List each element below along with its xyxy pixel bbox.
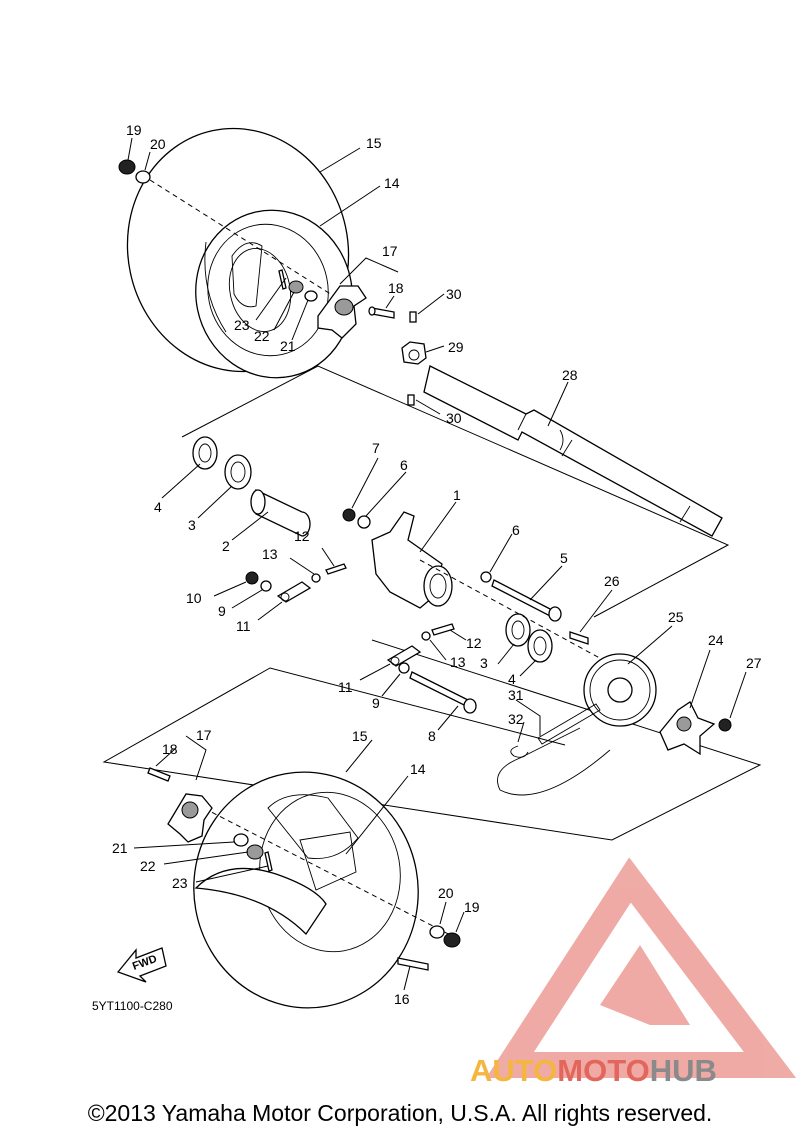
label-17: 17 <box>382 243 398 259</box>
label-30: 30 <box>446 286 462 302</box>
watermark-part1: AUTO <box>470 1053 558 1088</box>
watermark-brand: AUTOMOTOHUB <box>470 1053 717 1089</box>
label-21b: 21 <box>112 840 128 856</box>
label-2: 2 <box>222 538 230 554</box>
label-11b: 11 <box>338 679 353 695</box>
label-19: 19 <box>126 122 142 138</box>
label-18: 18 <box>388 280 404 296</box>
label-27: 27 <box>746 655 762 671</box>
part-labels: 19 20 15 14 17 18 30 29 30 23 22 21 28 4… <box>112 122 762 1007</box>
rear-wheel-top <box>126 127 353 379</box>
label-3b: 3 <box>480 655 488 671</box>
bottom-hardware <box>147 767 461 971</box>
watermark-part3: HUB <box>649 1053 717 1088</box>
label-12: 12 <box>294 528 310 544</box>
label-26: 26 <box>604 573 620 589</box>
label-8: 8 <box>428 728 436 744</box>
label-7: 7 <box>372 440 380 456</box>
label-13: 13 <box>262 546 278 562</box>
label-22: 22 <box>254 328 270 344</box>
watermark-logo-icon <box>486 857 797 1078</box>
label-9: 9 <box>218 603 226 619</box>
drive-group <box>497 631 732 796</box>
label-6b: 6 <box>512 522 520 538</box>
label-3: 3 <box>188 517 196 533</box>
label-14b: 14 <box>410 761 426 777</box>
label-23b: 23 <box>172 875 188 891</box>
label-1: 1 <box>453 487 461 503</box>
leader-lines <box>127 137 747 991</box>
label-14: 14 <box>384 175 400 191</box>
label-6: 6 <box>400 457 408 473</box>
label-18b: 18 <box>162 741 178 757</box>
watermark-part2: MOTO <box>557 1053 650 1088</box>
top-hardware <box>118 159 427 406</box>
label-11: 11 <box>236 618 251 634</box>
label-15: 15 <box>366 135 382 151</box>
label-12b: 12 <box>466 635 482 651</box>
label-22b: 22 <box>140 858 156 874</box>
label-28: 28 <box>562 367 578 383</box>
label-20: 20 <box>150 136 166 152</box>
label-20b: 20 <box>438 885 454 901</box>
label-32: 32 <box>508 711 524 727</box>
label-16: 16 <box>394 991 410 1007</box>
axis-line-3 <box>187 799 461 941</box>
label-13b: 13 <box>450 654 466 670</box>
rear-wheel-bottom <box>193 771 419 1009</box>
label-15b: 15 <box>352 728 368 744</box>
fwd-arrow-icon: FWD <box>116 947 167 983</box>
label-23: 23 <box>234 317 250 333</box>
label-21: 21 <box>280 338 296 354</box>
label-25: 25 <box>668 609 684 625</box>
axle-housing-group <box>192 436 562 714</box>
label-17b: 17 <box>196 727 212 743</box>
rear-axle <box>423 365 723 537</box>
label-5: 5 <box>560 550 568 566</box>
label-9b: 9 <box>372 695 380 711</box>
label-19b: 19 <box>464 899 480 915</box>
label-31: 31 <box>508 687 524 703</box>
label-4: 4 <box>154 499 162 515</box>
copyright-notice: ©2013 Yamaha Motor Corporation, U.S.A. A… <box>87 1100 713 1126</box>
axis-line <box>149 179 341 301</box>
diagram-code: 5YT1100-C280 <box>92 999 173 1013</box>
label-10: 10 <box>186 590 202 606</box>
label-29: 29 <box>448 339 464 355</box>
label-30b: 30 <box>446 410 462 426</box>
label-24: 24 <box>708 632 724 648</box>
label-4b: 4 <box>508 671 516 687</box>
